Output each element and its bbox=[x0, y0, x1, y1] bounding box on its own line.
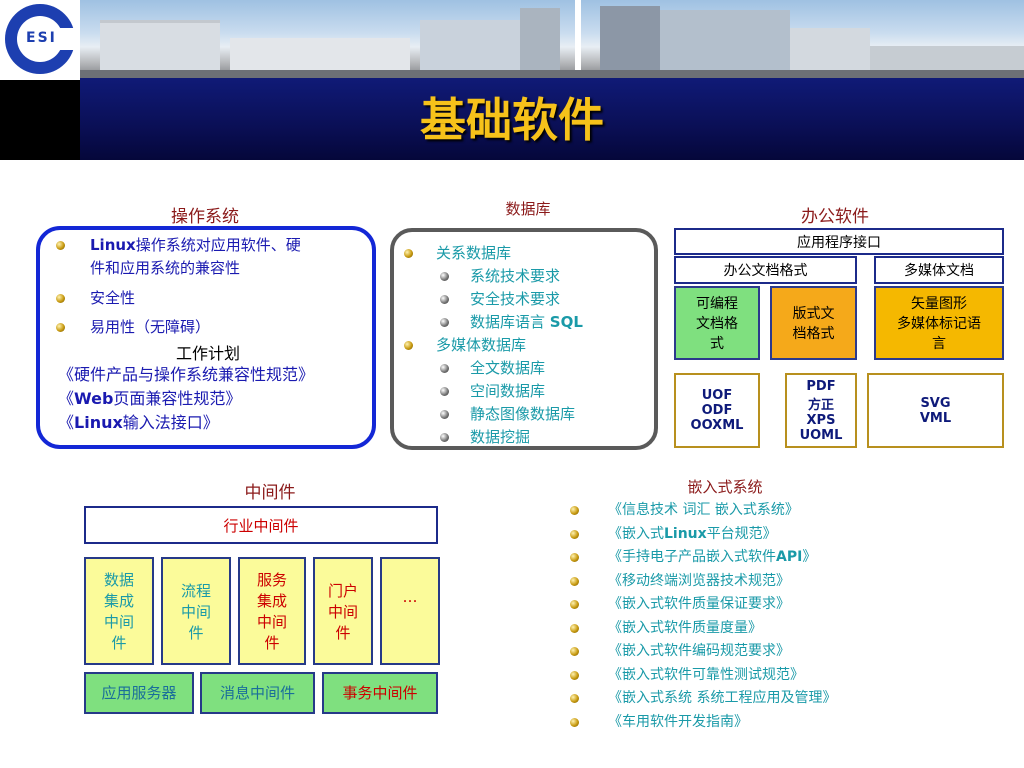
editable-format-box: 可编程文档格式 bbox=[674, 286, 760, 360]
embedded-item: 《嵌入式软件编码规范要求》 bbox=[566, 640, 986, 664]
bullet-icon bbox=[440, 272, 449, 281]
office-title: 办公软件 bbox=[801, 207, 869, 227]
middleware-title: 中间件 bbox=[244, 483, 296, 503]
bullet-icon bbox=[570, 553, 579, 562]
db-title: 数据库 bbox=[505, 200, 551, 218]
page-title: 基础软件 bbox=[420, 93, 604, 147]
bullet-icon bbox=[440, 318, 449, 327]
bullet-icon bbox=[56, 241, 65, 250]
mw-col-workflow: 流程 中间 件 bbox=[161, 557, 231, 665]
bullet-icon bbox=[56, 323, 65, 332]
app-server-box: 应用服务器 bbox=[84, 672, 194, 714]
office-doc-format-box: 办公文档格式 bbox=[674, 256, 857, 284]
bullet-icon bbox=[440, 364, 449, 373]
embedded-item: 《嵌入式软件质量保证要求》 bbox=[566, 593, 986, 617]
embedded-item: 《嵌入式Linux平台规范》 bbox=[566, 523, 986, 547]
db-group-multimedia: 多媒体数据库 bbox=[400, 334, 650, 357]
os-item-3: 易用性（无障碍） bbox=[56, 316, 366, 339]
bullet-icon bbox=[440, 387, 449, 396]
embedded-item: 《嵌入式软件可靠性测试规范》 bbox=[566, 664, 986, 688]
title-bar bbox=[0, 78, 1024, 160]
os-item-1-prefix: Linux bbox=[90, 236, 136, 254]
company-logo: ESI bbox=[0, 0, 80, 80]
message-middleware-box: 消息中间件 bbox=[200, 672, 315, 714]
bullet-icon bbox=[440, 295, 449, 304]
bullet-icon bbox=[570, 623, 579, 633]
header-banner: ESI 基础软件 bbox=[0, 0, 1024, 160]
os-item-1-text: 操作系统对应用软件、硬 bbox=[135, 236, 301, 254]
db-panel: 关系数据库 系统技术要求 安全技术要求 数据库语言 SQL 多媒体数据库 全文数… bbox=[390, 228, 658, 450]
os-item-1-text2: 件和应用系统的兼容性 bbox=[90, 259, 241, 277]
os-item-2: 安全性 bbox=[56, 287, 366, 310]
db-item: 数据挖掘 bbox=[400, 426, 650, 449]
bullet-icon bbox=[570, 529, 579, 539]
bullet-icon bbox=[56, 294, 65, 303]
bullet-icon bbox=[570, 576, 579, 586]
logo-text: ESI bbox=[26, 30, 57, 46]
db-list: 关系数据库 系统技术要求 安全技术要求 数据库语言 SQL 多媒体数据库 全文数… bbox=[400, 242, 650, 449]
os-item-1: Linux操作系统对应用软件、硬 件和应用系统的兼容性 bbox=[56, 234, 366, 280]
bullet-icon bbox=[404, 341, 413, 350]
os-panel: Linux操作系统对应用软件、硬 件和应用系统的兼容性 安全性 易用性（无障碍）… bbox=[36, 226, 376, 449]
embedded-item: 《嵌入式软件质量度量》 bbox=[566, 617, 986, 641]
bullet-icon bbox=[570, 717, 579, 727]
vector-format-box: 矢量图形多媒体标记语言 bbox=[874, 286, 1004, 360]
bullet-icon bbox=[404, 249, 413, 258]
transaction-middleware-box: 事务中间件 bbox=[322, 672, 438, 714]
db-item: 系统技术要求 bbox=[400, 265, 650, 288]
db-item: 安全技术要求 bbox=[400, 288, 650, 311]
bullet-icon bbox=[570, 694, 579, 703]
bullet-icon bbox=[570, 647, 579, 656]
embedded-item: 《嵌入式系统 系统工程应用及管理》 bbox=[566, 687, 986, 711]
office-api-box: 应用程序接口 bbox=[674, 228, 1004, 255]
db-item: 空间数据库 bbox=[400, 380, 650, 403]
embedded-item: 《手持电子产品嵌入式软件API》 bbox=[566, 546, 986, 570]
industry-middleware-box: 行业中间件 bbox=[84, 506, 438, 544]
db-group-relational: 关系数据库 bbox=[400, 242, 650, 265]
embedded-list: 《信息技术 词汇 嵌入式系统》 《嵌入式Linux平台规范》 《手持电子产品嵌入… bbox=[566, 499, 986, 734]
mw-col-service-integration: 服务 集成 中间 件 bbox=[238, 557, 306, 665]
work-plan-title: 工作计划 bbox=[175, 344, 240, 363]
mw-col-portal: 门户 中间 件 bbox=[313, 557, 373, 665]
embedded-item: 《信息技术 词汇 嵌入式系统》 bbox=[566, 499, 986, 523]
mw-col-more: … bbox=[380, 557, 440, 665]
layout-format-box: 版式文档格式 bbox=[770, 286, 857, 360]
embedded-item: 《移动终端浏览器技术规范》 bbox=[566, 570, 986, 594]
embedded-item: 《车用软件开发指南》 bbox=[566, 711, 986, 735]
embedded-title: 嵌入式系统 bbox=[687, 478, 763, 496]
plan-item: 《硬件产品与操作系统兼容性规范》 bbox=[58, 365, 315, 384]
plan-list: 《硬件产品与操作系统兼容性规范》 《Web页面兼容性规范》 《Linux输入法接… bbox=[58, 363, 378, 435]
plan-item: 《Linux输入法接口》 bbox=[58, 413, 219, 432]
os-title: 操作系统 bbox=[171, 207, 239, 227]
mw-col-data-integration: 数据 集成 中间 件 bbox=[84, 557, 154, 665]
plan-item: 《Web页面兼容性规范》 bbox=[58, 389, 242, 408]
banner-photo bbox=[0, 0, 1024, 78]
db-item: 全文数据库 bbox=[400, 357, 650, 380]
db-item: 静态图像数据库 bbox=[400, 403, 650, 426]
bullet-icon bbox=[570, 670, 579, 680]
db-item: 数据库语言 SQL bbox=[400, 311, 650, 334]
bullet-icon bbox=[440, 410, 449, 419]
bullet-icon bbox=[440, 433, 449, 442]
bullet-icon bbox=[570, 506, 579, 515]
multimedia-doc-box: 多媒体文档 bbox=[874, 256, 1004, 284]
bullet-icon bbox=[570, 600, 579, 609]
